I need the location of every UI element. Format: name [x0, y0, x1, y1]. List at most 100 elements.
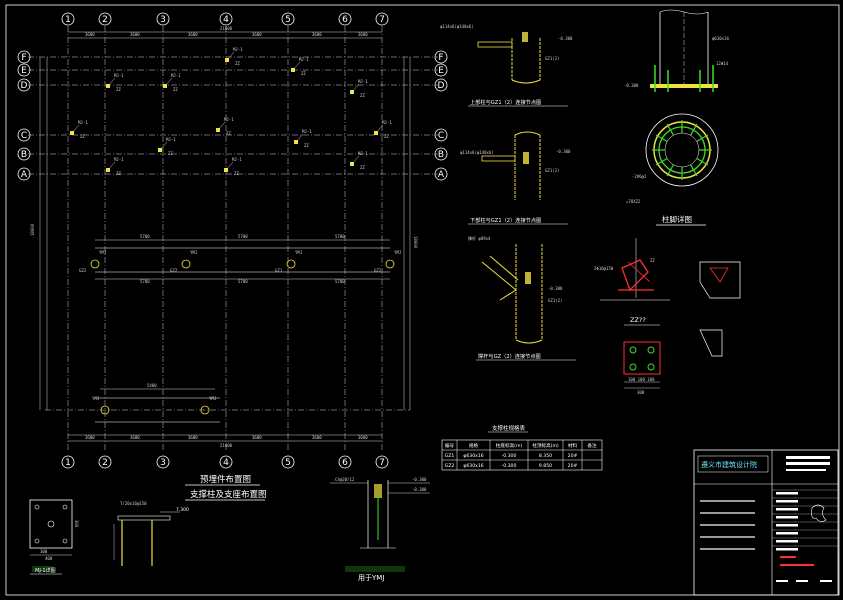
- bracket-label: ZZ: [360, 93, 365, 98]
- embed-part-marker: MJ-1ZZ: [216, 117, 234, 136]
- axis-bubble-left-D: D: [17, 78, 31, 92]
- bracket-label: ZZ: [116, 171, 121, 176]
- svg-text:-0.300: -0.300: [556, 149, 571, 154]
- axis-bubble-circle: [219, 12, 233, 26]
- axis-bubble-label: 5: [285, 15, 291, 25]
- svg-text:-2#6@2: -2#6@2: [632, 174, 647, 179]
- axis-bubble-label: D: [438, 81, 445, 91]
- title-block-text-bar: [776, 548, 798, 551]
- table-cell: 9.850: [539, 463, 552, 469]
- svg-text:18000: 18000: [30, 223, 35, 236]
- svg-text:5700: 5700: [140, 234, 150, 239]
- embed-part-label: MJ-1: [358, 151, 368, 156]
- title-block-text-bar: [776, 516, 798, 519]
- axis-bubble-circle: [338, 12, 352, 26]
- embed-part-marker: MJ-1ZZ: [106, 157, 124, 176]
- main-plan: 3600 3600 3600 3600 3600 3600 21600 3600…: [17, 12, 448, 501]
- axis-bubble-circle: [98, 12, 112, 26]
- axis-bubble-top-2: 2: [98, 12, 112, 26]
- axis-bubble-label: 6: [342, 15, 348, 25]
- embed-part-marker: MJ-1ZZ: [294, 129, 312, 148]
- svg-text:3600: 3600: [85, 435, 95, 440]
- institute-name: 遵义市建筑设计院: [701, 460, 757, 469]
- bracket-detail-title: ZZ??: [630, 316, 646, 324]
- lower-strip: 5400 YMJ YMJ: [92, 383, 220, 423]
- axis-bubble-circle: [156, 12, 170, 26]
- embed-part-leader: [107, 77, 116, 87]
- title-block-note-bar: [700, 512, 755, 514]
- axis-bubble-right-A: A: [434, 167, 448, 181]
- axis-bubble-label: F: [438, 53, 443, 63]
- axis-bubble-circle: [375, 12, 389, 26]
- plan-title-1: 预埋件布置图: [200, 474, 251, 485]
- rebar-spoke: [666, 164, 675, 177]
- rebar-spoke: [696, 134, 709, 143]
- plan-title-2: 支撑柱及支座布置图: [190, 489, 267, 500]
- foot-detail-title: 柱脚详图: [662, 214, 692, 224]
- svg-text:GZ1(2): GZ1(2): [545, 56, 559, 61]
- bracket-label: ZZ: [168, 151, 173, 156]
- bracket-detail: 2Φ16@150 ZZ ZZ??: [594, 238, 741, 357]
- svg-text:12Φ14: 12Φ14: [716, 61, 729, 66]
- svg-text:φ114x6(φ140x6): φ114x6(φ140x6): [440, 24, 474, 29]
- svg-text:3600: 3600: [188, 435, 198, 440]
- mj1-detail-title: MJ-1详图: [35, 567, 56, 574]
- axis-bubble-circle: [17, 128, 31, 142]
- axis-bubble-circle: [338, 455, 352, 469]
- embed-part-leader: [292, 61, 301, 71]
- axis-bubble-label: D: [21, 81, 28, 91]
- axis-bubble-right-F: F: [434, 50, 448, 64]
- axis-bubble-top-6: 6: [338, 12, 352, 26]
- svg-text:3600: 3600: [252, 32, 262, 37]
- axis-bubble-circle: [434, 50, 448, 64]
- axis-bubble-circle: [61, 12, 75, 26]
- axis-bubble-label: 3: [160, 458, 166, 468]
- ymj-label: YMJ: [295, 250, 302, 255]
- svg-text:300: 300: [40, 549, 48, 554]
- axis-bubble-label: 3: [160, 15, 166, 25]
- embed-part-label: MJ-1: [358, 79, 368, 84]
- title-block-text-bar: [776, 532, 798, 535]
- embed-part-leader: [226, 51, 235, 61]
- axis-bubble-bottom-2: 2: [98, 455, 112, 469]
- ymj-column-marker: [90, 259, 100, 269]
- svg-text:φ114x6(φ140x6): φ114x6(φ140x6): [460, 150, 494, 155]
- embed-part-marker: MJ-1ZZ: [291, 57, 309, 76]
- embed-part-marker: MJ-1ZZ: [158, 137, 176, 156]
- bracket-label: ZZ: [384, 134, 389, 139]
- svg-text:5700: 5700: [335, 234, 345, 239]
- embed-part-leader: [71, 124, 80, 134]
- axis-bubble-label: 5: [285, 458, 291, 468]
- axis-bubble-top-7: 7: [375, 12, 389, 26]
- bracket-label: ZZ: [360, 165, 365, 170]
- dimension-chains: 3600 3600 3600 3600 3600 3600 21600 3600…: [30, 26, 418, 448]
- svg-text:3600: 3600: [130, 32, 140, 37]
- svg-text:21600: 21600: [220, 26, 233, 31]
- column-foot-detail: -0.300 φ630x16 12Φ14 -2#6@2 =78X22 柱脚详图: [624, 9, 729, 226]
- axis-bubble-circle: [281, 455, 295, 469]
- axis-bubble-top-1: 1: [61, 12, 75, 26]
- axis-bubble-right-B: B: [434, 147, 448, 161]
- bracket-side-detail: 7.300 T/20x16@150: [113, 501, 189, 566]
- axis-bubble-bottom-4: 4: [219, 455, 233, 469]
- axis-bubble-right-E: E: [434, 63, 448, 77]
- ymj-strip: 5700 5700 5700 5700 5700 5700: [95, 234, 390, 284]
- axis-bubble-label: C: [21, 131, 27, 141]
- axis-bubble-circle: [434, 167, 448, 181]
- embed-part-marker: MJ-1ZZ: [350, 79, 368, 98]
- embed-part-leader: [351, 83, 360, 93]
- mj-plate-holes: 100 100 100 300: [623, 341, 661, 395]
- svg-text:φ630x16: φ630x16: [712, 36, 729, 41]
- title-block-note-bar: [700, 500, 755, 502]
- svg-text:18000: 18000: [413, 236, 418, 249]
- axis-bubble-label: 2: [102, 15, 108, 25]
- bracket-label: ZZ: [173, 87, 178, 92]
- embed-part-label: MJ-1: [78, 120, 88, 125]
- elev-top: 7.300: [176, 507, 189, 513]
- title-block-note-bar: [700, 536, 755, 538]
- mj1-detail: 300 400 300 MJ-1详图: [29, 499, 79, 575]
- svg-text:5700: 5700: [140, 279, 150, 284]
- column-label: GZ1: [275, 268, 283, 273]
- svg-text:YMJ: YMJ: [92, 396, 99, 401]
